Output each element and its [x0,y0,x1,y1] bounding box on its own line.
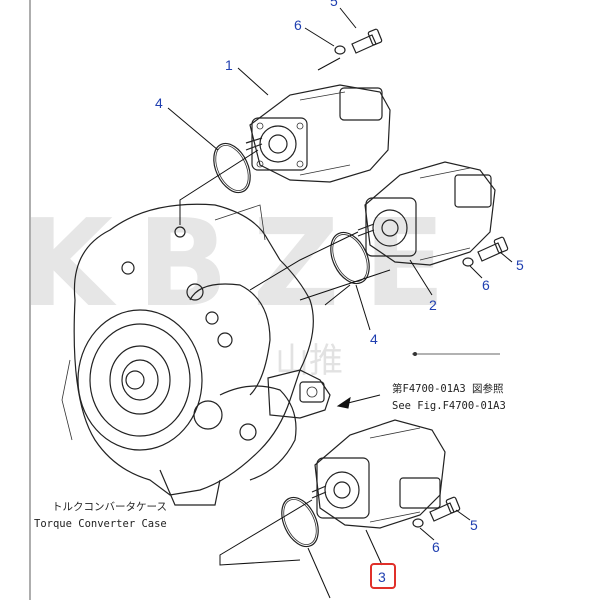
reference-en: See Fig.F4700-01A3 [392,400,506,412]
pump-mount-stub [267,369,331,419]
case-label-jp: トルクコンバータケース [52,501,167,513]
callout-4-upper: 4 [155,95,163,111]
washer-top [334,45,346,55]
o-ring-lower [281,496,319,548]
callout-5-mid: 5 [516,257,524,273]
o-ring-middle [330,231,370,285]
callout-1: 1 [225,57,233,73]
bolt-mid [477,236,509,262]
o-ring-upper [213,142,251,194]
callout-3-highlight-box [370,563,396,589]
assembly-lines [179,57,391,599]
reference-jp: 第F4700-01A3 図参照 [392,382,504,395]
callout-5-low: 5 [470,517,478,533]
callout-leaders [167,7,513,566]
callout-6-top: 6 [294,17,302,33]
callout-5-top: 5 [330,0,338,9]
washer-mid [462,257,474,267]
callout-2: 2 [429,297,437,313]
pump-1 [245,84,391,183]
watermark-latin: KBZE [20,195,469,334]
case-label-en: Torque Converter Case [34,518,167,530]
bolt-top [351,28,383,54]
torque-converter-case [61,203,314,506]
reference-arrow [336,352,500,409]
callout-6-low: 6 [432,539,440,555]
washer-low [412,518,424,528]
callout-3: 3 [378,569,386,585]
callout-6-mid: 6 [482,277,490,293]
pump-3 [311,419,446,529]
bolt-low [429,496,461,522]
callout-4-middle: 4 [370,331,378,347]
pump-2 [357,161,496,266]
